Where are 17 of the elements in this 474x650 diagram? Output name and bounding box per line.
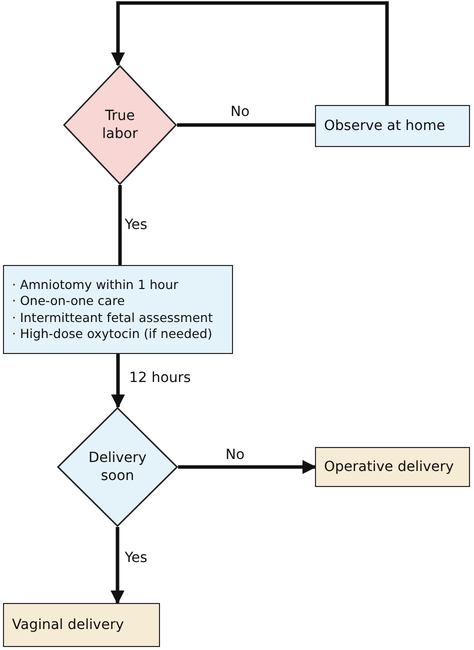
process-box — [315, 105, 470, 147]
list-item: · Amniotomy within 1 hour — [12, 277, 178, 294]
arrow — [111, 1, 389, 105]
list-item: · One-on-one care — [12, 293, 125, 310]
process-box — [3, 265, 233, 354]
list-item: · High-dose oxytocin (if needed) — [12, 326, 212, 342]
node-label: Vaginal delivery — [12, 616, 124, 634]
arrow — [111, 354, 125, 408]
arrow — [110, 527, 124, 604]
node-label: Operative delivery — [324, 458, 454, 476]
process-box — [315, 447, 470, 487]
arrow — [178, 460, 316, 474]
node-label: Delivery soon — [88, 448, 148, 486]
process-box — [3, 603, 160, 647]
node-label: True labor — [101, 106, 139, 144]
list-item: · Intermitteant fetal assessment — [12, 310, 213, 326]
node-label: Observe at home — [324, 116, 446, 136]
